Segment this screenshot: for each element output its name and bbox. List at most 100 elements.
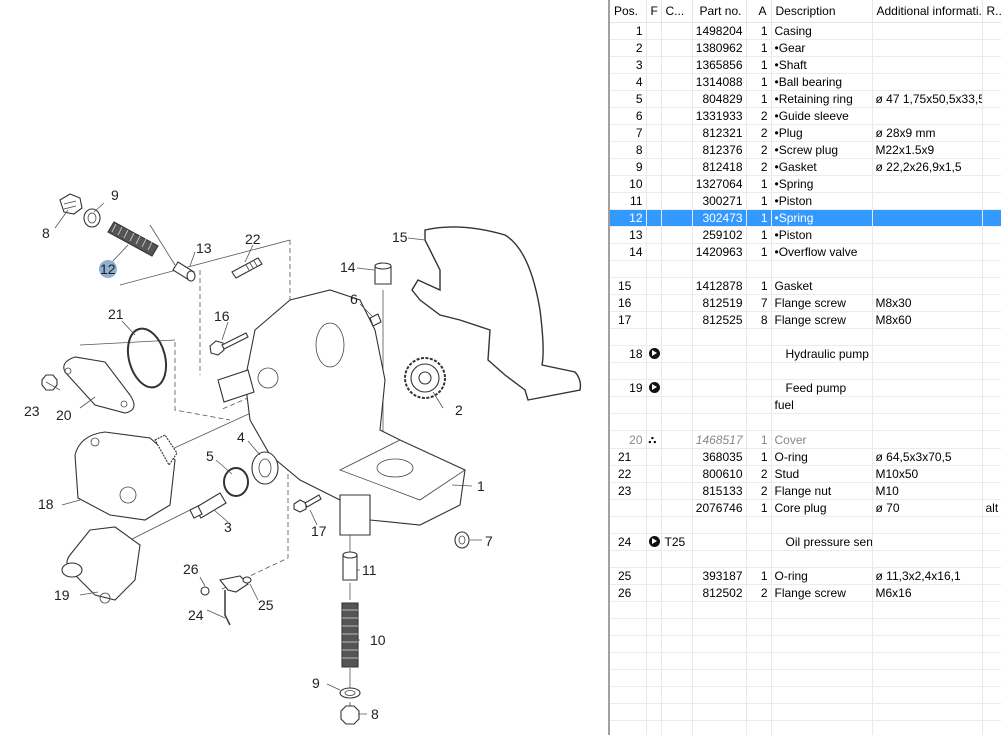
column-header-part-no[interactable]: Part no. [692, 0, 747, 23]
callout-19[interactable]: 19 [54, 587, 70, 603]
callout-20[interactable]: 20 [56, 407, 72, 423]
callout-14[interactable]: 14 [340, 259, 356, 275]
column-header-pos[interactable]: Pos. [610, 0, 647, 23]
part-12-spring[interactable] [107, 221, 159, 257]
column-header-amount[interactable]: A [746, 0, 772, 23]
callout-11[interactable]: 11 [362, 562, 377, 578]
table-row[interactable] [610, 635, 1001, 653]
callout-10[interactable]: 10 [370, 632, 386, 648]
arrow-right-circle-icon[interactable] [648, 382, 660, 393]
callout-3[interactable]: 3 [224, 519, 232, 535]
table-row[interactable] [610, 601, 1001, 619]
callout-26[interactable]: 26 [183, 561, 199, 577]
part-5-retaining-ring[interactable] [223, 467, 249, 497]
column-header-remark[interactable]: R.. [982, 0, 1001, 23]
callout-9-lower[interactable]: 9 [312, 675, 320, 691]
table-row[interactable] [610, 703, 1001, 721]
table-row[interactable] [610, 669, 1001, 687]
callout-5[interactable]: 5 [206, 448, 214, 464]
callout-23[interactable]: 23 [24, 403, 40, 419]
callout-1[interactable]: 1 [477, 478, 485, 494]
callout-15[interactable]: 15 [392, 229, 408, 245]
part-17-flange-screw[interactable] [293, 494, 322, 513]
panel-splitter[interactable] [608, 0, 610, 735]
table-row[interactable] [610, 362, 1001, 380]
callout-8[interactable]: 8 [42, 225, 50, 241]
callout-8-lower[interactable]: 8 [371, 706, 379, 722]
part-15-gasket[interactable] [411, 226, 582, 401]
callout-2[interactable]: 2 [455, 402, 463, 418]
part-25-o-ring[interactable] [242, 576, 252, 584]
column-header-additional-info[interactable]: Additional informati... [872, 0, 983, 23]
binoculars-icon[interactable]: ⛬ [648, 434, 657, 446]
callout-13[interactable]: 13 [196, 240, 212, 256]
part-9-gasket-lower[interactable] [339, 687, 361, 699]
arrow-right-circle-icon[interactable] [648, 348, 660, 359]
part-19-feed-pump[interactable] [61, 526, 141, 604]
callout-9[interactable]: 9 [111, 187, 119, 203]
callout-6[interactable]: 6 [350, 291, 358, 307]
part-8-screw-plug[interactable] [59, 193, 83, 215]
part-9-gasket[interactable] [83, 208, 101, 228]
column-header-code[interactable]: C... [661, 0, 693, 23]
column-header-description[interactable]: Description [771, 0, 873, 23]
part-11-piston[interactable] [342, 551, 358, 581]
callout-24[interactable]: 24 [188, 607, 204, 623]
table-row[interactable] [610, 652, 1001, 670]
part-7-plug[interactable] [454, 531, 470, 549]
part-13-piston[interactable] [172, 261, 196, 282]
table-row[interactable] [610, 686, 1001, 704]
part-2-gear[interactable] [404, 357, 446, 399]
table-row[interactable] [610, 328, 1001, 346]
callout-18[interactable]: 18 [38, 496, 54, 512]
part-21-o-ring[interactable] [122, 324, 172, 391]
callout-17[interactable]: 17 [311, 523, 327, 539]
callout-25[interactable]: 25 [258, 597, 274, 613]
table-row[interactable] [610, 260, 1001, 278]
part-3-shaft[interactable] [189, 492, 227, 519]
column-header-flag[interactable]: F [646, 0, 662, 23]
part-23-flange-nut[interactable] [41, 374, 58, 391]
exploded-parts-diagram[interactable]: 9 8 12 13 22 15 14 6 21 16 2 23 20 4 5 1… [0, 0, 608, 735]
table-row[interactable] [610, 618, 1001, 636]
part-1-casing[interactable] [217, 289, 466, 536]
table-row[interactable] [610, 516, 1001, 534]
part-26-flange-screw[interactable] [200, 586, 210, 596]
callout-16[interactable]: 16 [214, 308, 230, 324]
part-16-flange-screw[interactable] [209, 332, 249, 356]
part-10-spring[interactable] [341, 602, 359, 668]
callout-21[interactable]: 21 [108, 306, 124, 322]
part-4-ball-bearing[interactable] [251, 451, 279, 485]
part-24-oil-pressure-sensor[interactable] [219, 575, 249, 626]
table-row[interactable]: fuel [610, 396, 1001, 414]
part-14-overflow-valve[interactable] [374, 262, 392, 285]
table-row[interactable] [610, 550, 1001, 568]
part-20-cover[interactable] [63, 356, 135, 414]
part-18-hydraulic-pump[interactable] [74, 431, 178, 521]
